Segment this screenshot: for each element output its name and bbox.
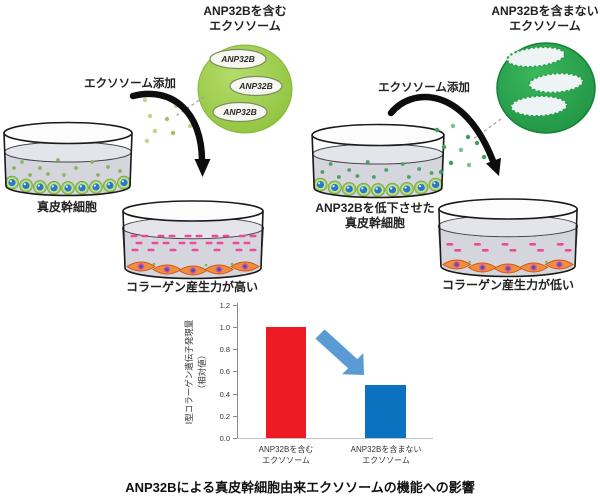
anp32b-vesicle-2 — [229, 75, 283, 97]
anp32b-vesicle-1 — [209, 48, 267, 70]
dish-outline — [438, 208, 578, 278]
collagen-fibers-dense — [130, 234, 257, 252]
left-exosome-title-line2: エクソソーム — [209, 19, 281, 33]
figure-caption: ANP32Bによる真皮幹細胞由来エクソソームの機能への影響 — [125, 480, 475, 495]
y-tick-mark — [233, 305, 237, 306]
empty-vesicle-1 — [506, 46, 566, 68]
dish-rim — [311, 123, 445, 147]
right-exosome-title-line1: ANP32Bを含まない — [491, 4, 599, 18]
exosome-without-anp32b-icon — [496, 42, 596, 134]
y-tick-mark — [233, 438, 237, 439]
collagen-expression-bar-chart: Ⅰ型コラーゲン遺伝子発現量 （相対値） 1.2 1.0 0.8 0.6 0.4 … — [178, 298, 440, 476]
dish-dermal-stem-cells-label: 真皮幹細胞 — [36, 200, 97, 214]
decrease-arrow-icon — [315, 329, 364, 375]
dish-low-collagen-label: コラーゲン産生力が低い — [441, 278, 574, 292]
y-tick-mark — [233, 394, 237, 395]
y-tick-mark — [233, 416, 237, 417]
exosome-particles-in-medium — [12, 158, 122, 177]
left-exosome-title: ANP32Bを含む エクソソーム — [185, 4, 305, 34]
dish-high-collagen-label: コラーゲン産生力が高い — [125, 280, 258, 294]
anp32b-vesicle-1-label: ANP32B — [220, 54, 255, 64]
fibroblast-cells — [126, 261, 260, 276]
empty-vesicles — [506, 46, 584, 118]
y-tick-mark — [233, 327, 237, 328]
x-label-line1: ANP32Bを含まない — [350, 445, 422, 454]
dish-anp32b-reduced-label: ANP32Bを低下させた 真皮幹細胞 — [295, 201, 455, 231]
x-label-line1: ANP32Bを含む — [258, 445, 314, 454]
dish-rim — [122, 200, 264, 222]
dish-anp32b-reduced-label-line2: 真皮幹細胞 — [344, 216, 405, 230]
y-tick-mark — [233, 349, 237, 350]
anp32b-vesicles: ANP32B ANP32B ANP32B — [209, 48, 283, 123]
anp32b-vesicle-3-label: ANP32B — [222, 107, 257, 117]
bar-without-anp32b — [365, 384, 406, 438]
x-label-without-anp32b: ANP32Bを含まない エクソソーム — [331, 444, 441, 466]
dish-outline — [122, 210, 264, 280]
left-exosome-particles — [142, 92, 193, 144]
dish-anp32b-reduced-label-line1: ANP32Bを低下させた — [315, 201, 435, 215]
exosome-with-anp32b-icon: ANP32B ANP32B ANP32B — [197, 44, 293, 134]
y-axis-line — [237, 303, 238, 438]
dish-rim — [3, 121, 133, 145]
right-add-exosome-label: エクソソーム添加 — [378, 82, 470, 94]
dish-low-collagen — [437, 198, 579, 278]
dish-anp32b-reduced-stem-cells — [311, 123, 445, 199]
right-exosome-title-line2: エクソソーム — [509, 19, 581, 33]
y-tick-label: 0.2 — [219, 412, 230, 421]
anp32b-vesicle-2-label: ANP32B — [238, 81, 273, 91]
stem-cells — [5, 175, 131, 195]
dish-dermal-stem-cells — [3, 121, 133, 197]
left-add-exosome-label: エクソソーム添加 — [84, 78, 176, 90]
y-tick-mark — [233, 371, 237, 372]
exosome-particles-in-medium — [320, 160, 434, 179]
empty-vesicle-3 — [510, 94, 568, 118]
x-axis-line — [237, 438, 433, 439]
x-label-line2: エクソソーム — [362, 456, 410, 465]
y-tick-label: 0.8 — [219, 345, 230, 354]
y-tick-label: 0.6 — [219, 367, 230, 376]
empty-vesicle-2 — [528, 72, 584, 94]
x-label-line2: エクソソーム — [262, 456, 310, 465]
medium-surface — [4, 141, 132, 163]
fibroblast-cells — [441, 259, 575, 274]
left-exosome-title-line1: ANP32Bを含む — [203, 4, 287, 18]
dish-rim — [438, 198, 578, 220]
y-tick-label: 0.0 — [219, 434, 230, 443]
collagen-fibers-sparse — [446, 243, 572, 252]
anp32b-vesicle-3 — [212, 101, 268, 123]
y-tick-label: 1.0 — [219, 323, 230, 332]
stem-cells — [313, 177, 443, 197]
x-label-with-anp32b: ANP32Bを含む エクソソーム — [231, 444, 341, 466]
dish-high-collagen — [121, 200, 265, 280]
y-tick-label: 0.4 — [219, 390, 230, 399]
y-tick-label: 1.2 — [219, 301, 230, 310]
right-exosome-title: ANP32Bを含まない エクソソーム — [485, 4, 600, 34]
medium-surface — [312, 143, 444, 165]
bar-with-anp32b — [266, 327, 306, 438]
